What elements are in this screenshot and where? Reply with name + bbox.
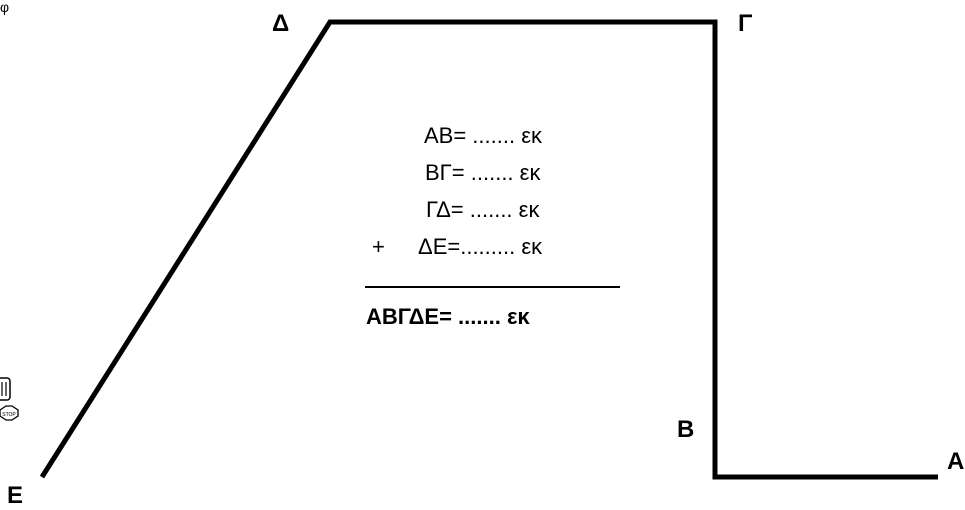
- top-snippet-text: φ: [0, 0, 10, 15]
- vertex-label-b: Β: [677, 416, 695, 443]
- vertex-label-a: Α: [947, 448, 965, 475]
- equation-gd: ΓΔ= ....... εκ: [426, 197, 540, 222]
- plus-sign: +: [372, 234, 385, 259]
- equation-ab: ΑΒ= ....... εκ: [424, 123, 543, 148]
- stop-sign-icon: STOP: [0, 377, 19, 421]
- equation-bg: ΒΓ= ....... εκ: [425, 160, 541, 185]
- equation-total: ΑΒΓΔΕ= ....... εκ: [366, 304, 530, 329]
- vertex-label-e: Ε: [7, 482, 24, 509]
- vertex-label-g: Γ: [738, 10, 753, 37]
- equation-de: ΔΕ=......... εκ: [418, 234, 543, 259]
- path-line: [39, 19, 938, 480]
- vertex-label-d: Δ: [272, 10, 290, 37]
- svg-text:STOP: STOP: [2, 412, 16, 418]
